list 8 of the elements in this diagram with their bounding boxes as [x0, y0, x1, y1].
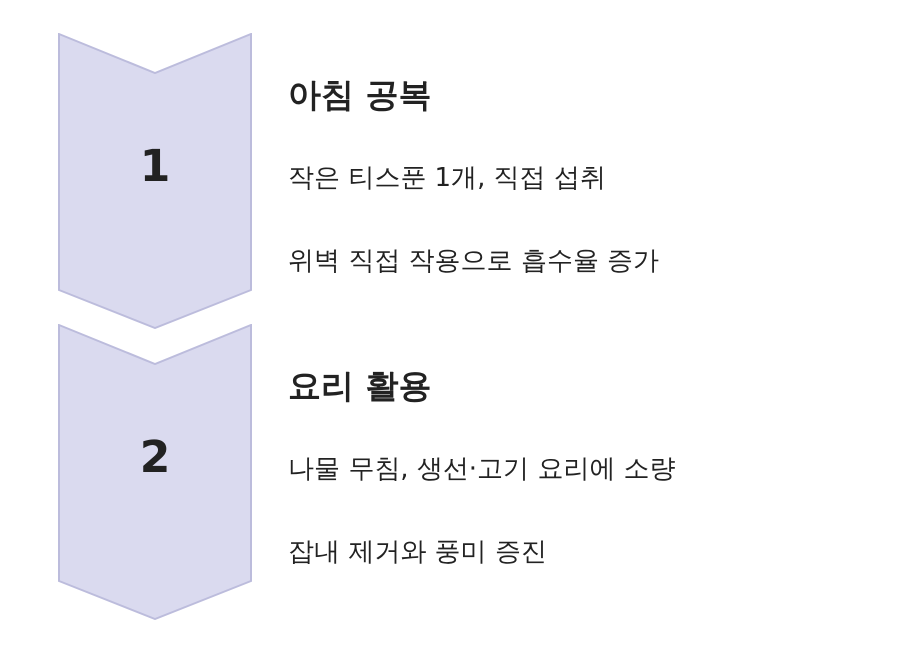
step-description: 나물 무침, 생선·고기 요리에 소량	[288, 453, 676, 486]
step-description: 작은 티스푼 1개, 직접 섭취	[288, 162, 606, 195]
step-number: 2	[138, 436, 172, 480]
step-heading: 요리 활용	[288, 365, 432, 407]
step-number: 1	[138, 145, 172, 189]
step-heading: 아침 공복	[288, 74, 432, 116]
step-description: 잡내 제거와 풍미 증진	[288, 536, 547, 569]
step-description: 위벽 직접 작용으로 흡수율 증가	[288, 245, 660, 278]
